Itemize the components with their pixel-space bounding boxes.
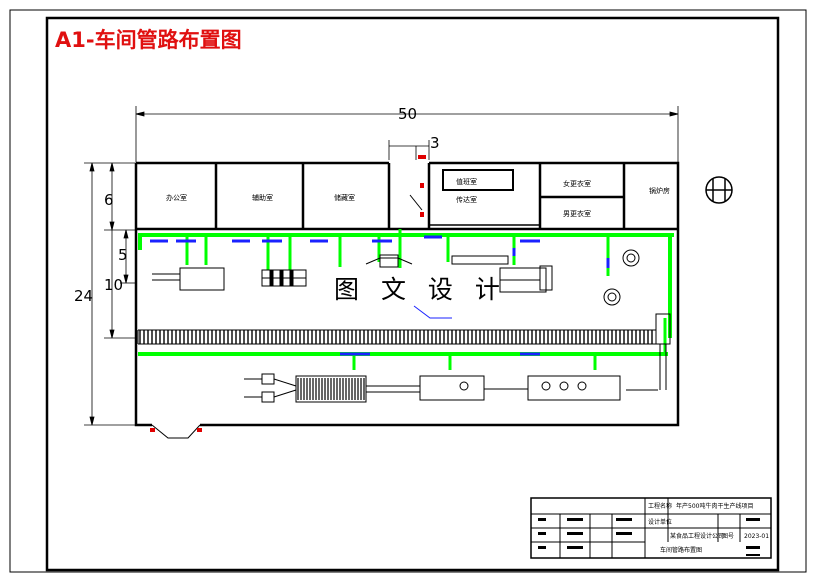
room-5: 传达室 bbox=[456, 195, 477, 204]
annotation-leader bbox=[413, 305, 452, 319]
tb-drawing-no: 2023-01 bbox=[744, 533, 769, 540]
room-3: 储藏室 bbox=[334, 193, 355, 202]
equipment-lower bbox=[244, 373, 621, 403]
door-fitting-top bbox=[420, 183, 424, 188]
tb-unit: 某食品工程设计公司 bbox=[670, 532, 724, 540]
tb-label-project: 工程名称 bbox=[648, 502, 672, 510]
lower-conveyor-marks bbox=[297, 378, 365, 400]
room-boiler: 锅炉房 bbox=[649, 186, 670, 195]
title-block-fill bbox=[538, 518, 760, 556]
door-swing bbox=[409, 194, 423, 211]
room-4: 值班室 bbox=[456, 177, 477, 186]
inner-room bbox=[428, 169, 540, 226]
dim-label-office-depth: 6 bbox=[104, 191, 114, 209]
drawing-title: A1-车间管路布置图 bbox=[55, 28, 242, 52]
tb-project: 年产500吨牛肉干生产线项目 bbox=[676, 502, 753, 510]
dim-label-door-width: 3 bbox=[430, 134, 440, 152]
dim-total-width bbox=[135, 106, 679, 162]
tb-label-drawing-no: 图号 bbox=[722, 533, 734, 540]
dim-label-line-depth: 10 bbox=[104, 276, 123, 294]
dim-label-total-depth: 24 bbox=[74, 287, 93, 305]
dim-door-width bbox=[388, 140, 430, 160]
room-2: 辅助室 bbox=[252, 193, 273, 202]
door-marker bbox=[418, 155, 426, 159]
water-branches bbox=[185, 229, 667, 370]
building-outline bbox=[134, 161, 680, 427]
dim-label-aisle-depth: 5 bbox=[118, 246, 128, 264]
door-fitting bbox=[420, 212, 424, 217]
title-block bbox=[530, 497, 772, 559]
north-arrow-icon bbox=[705, 176, 733, 204]
equipment-upper bbox=[152, 254, 553, 293]
round-machines bbox=[603, 249, 640, 306]
steam-pipes bbox=[150, 235, 610, 356]
bottom-entrance bbox=[150, 424, 202, 439]
conveyor-ties bbox=[139, 330, 653, 344]
dim-left bbox=[84, 162, 136, 426]
inner-frame bbox=[45, 16, 780, 572]
outer-border bbox=[9, 9, 807, 573]
dim-label-total-width: 50 bbox=[398, 105, 417, 123]
room-female-changing: 女更衣室 bbox=[563, 179, 591, 188]
room-office: 办公室 bbox=[166, 193, 187, 202]
tb-drawing-name: 车间管路布置图 bbox=[660, 546, 702, 554]
room-male-changing: 男更衣室 bbox=[563, 209, 591, 218]
conveyor-turn bbox=[626, 313, 671, 391]
tb-label-unit: 设计单位 bbox=[648, 518, 672, 526]
watermark: 图 文 设 计 bbox=[334, 275, 507, 304]
